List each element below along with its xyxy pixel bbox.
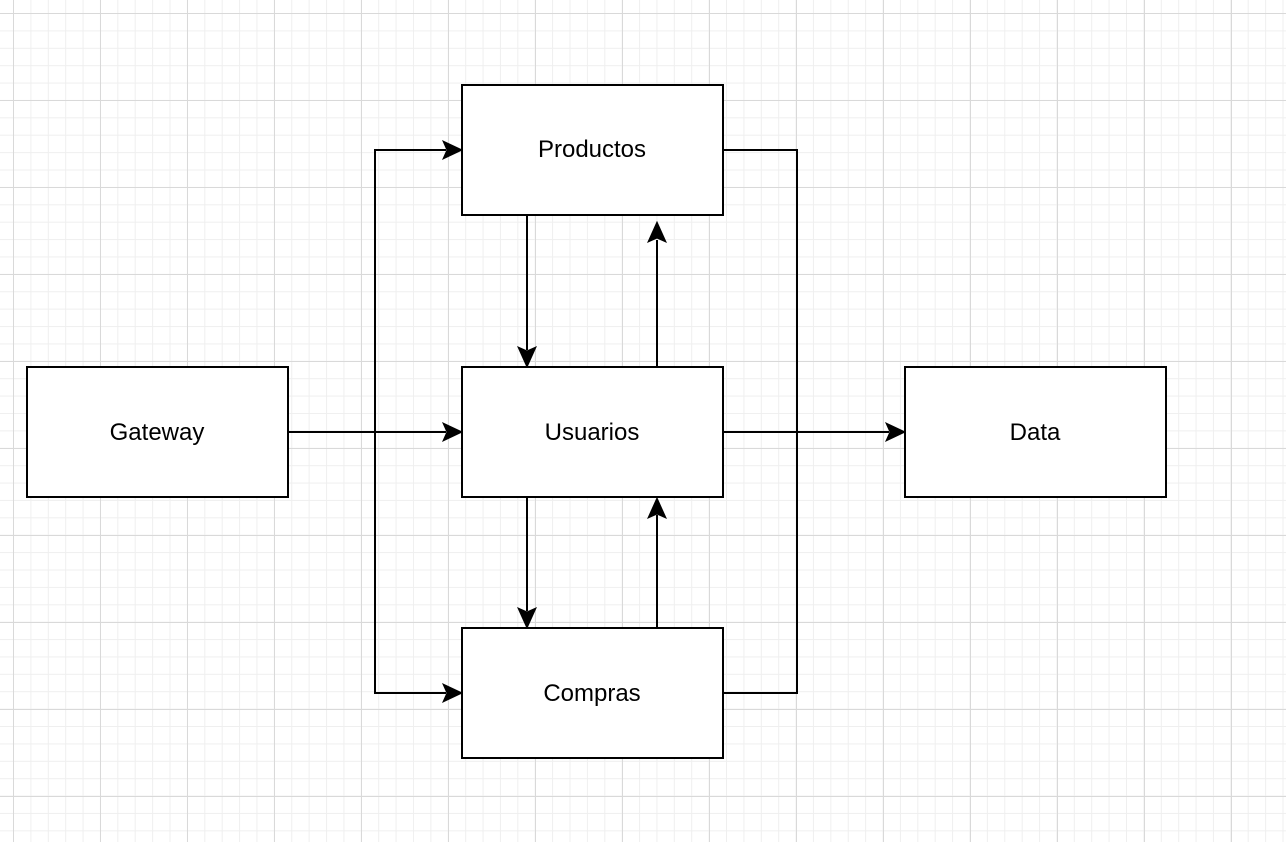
node-compras[interactable]: Compras xyxy=(461,627,724,759)
node-productos[interactable]: Productos xyxy=(461,84,724,216)
node-data[interactable]: Data xyxy=(904,366,1167,498)
edge-productos-data xyxy=(723,149,798,432)
arrowhead-usuarios-in-left xyxy=(441,421,464,443)
edge-gateway-productos xyxy=(374,149,446,432)
node-gateway[interactable]: Gateway xyxy=(26,366,289,498)
node-usuarios[interactable]: Usuarios xyxy=(461,366,724,498)
arrowhead-productos-in-bottom xyxy=(647,220,667,243)
arrowhead-usuarios-in-top xyxy=(517,346,537,369)
node-compras-box xyxy=(461,627,724,759)
node-gateway-label: Gateway xyxy=(110,419,205,446)
edge-gateway-compras xyxy=(374,432,446,694)
node-gateway-box xyxy=(26,366,289,498)
arrowhead-data-in-left xyxy=(884,421,907,443)
arrowhead-compras-in-left xyxy=(441,682,464,704)
node-data-box xyxy=(904,366,1167,498)
arrowhead-compras-in-top xyxy=(517,607,537,630)
node-compras-label: Compras xyxy=(543,680,640,707)
arrowhead-usuarios-in-bottom xyxy=(647,496,667,519)
node-usuarios-box xyxy=(461,366,724,498)
edge-compras-data xyxy=(723,432,798,694)
node-productos-label: Productos xyxy=(538,136,646,163)
node-usuarios-label: Usuarios xyxy=(545,419,640,446)
arrowhead-productos-in-left xyxy=(441,139,464,161)
node-productos-box xyxy=(461,84,724,216)
node-data-label: Data xyxy=(1010,419,1061,446)
